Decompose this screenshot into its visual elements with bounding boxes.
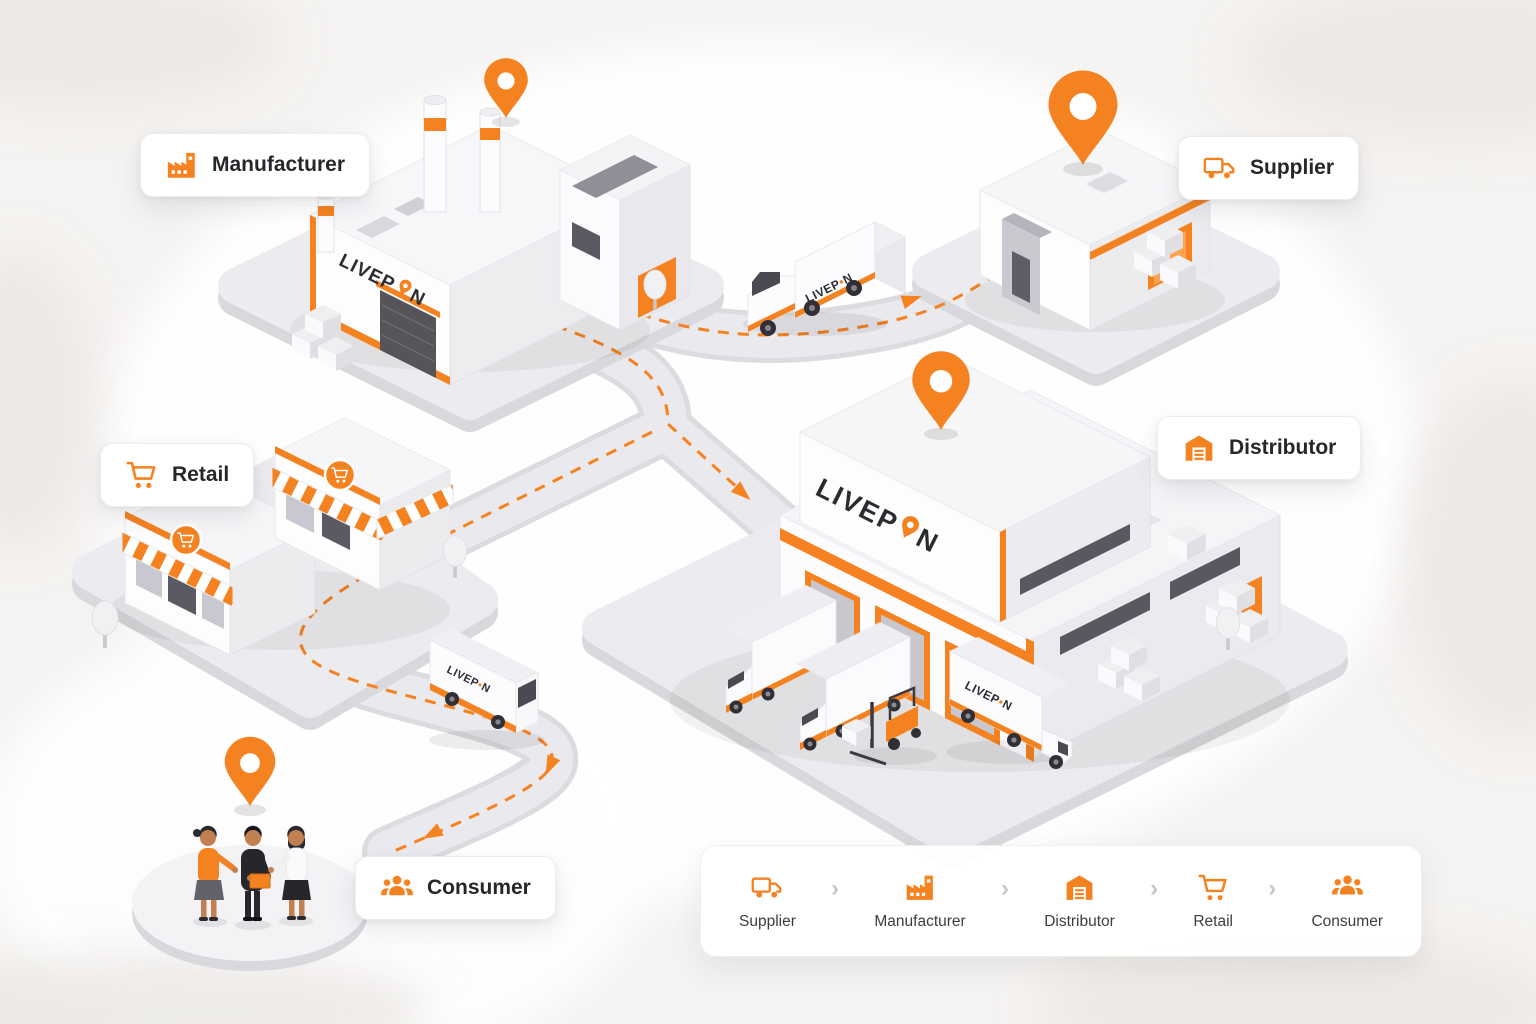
person-1 [193, 825, 238, 921]
legend-step-label: Consumer [1311, 913, 1383, 930]
supplier-building [965, 129, 1225, 332]
map-pins [224, 58, 1118, 816]
truck-icon [751, 871, 784, 904]
route-factory-warehouse [555, 324, 744, 494]
legend-step-label: Distributor [1044, 913, 1115, 930]
legend-step-distributor: Distributor [1044, 871, 1115, 931]
chevron-right-icon: › [1150, 875, 1159, 902]
cart-icon [125, 458, 159, 492]
chevron-right-icon: › [1268, 875, 1277, 902]
person-3 [268, 825, 311, 920]
warehouse-icon [1063, 871, 1096, 904]
legend-step-consumer: Consumer [1311, 871, 1383, 931]
callout-retail: Retail [100, 443, 255, 507]
cart-icon [1197, 871, 1230, 904]
callout-distributor: Distributor [1157, 416, 1362, 480]
factory-roof-panel [572, 155, 658, 198]
route-paths [299, 270, 1001, 854]
forklift [842, 686, 937, 766]
people-icon [380, 871, 414, 905]
route-retail-consumer [299, 430, 653, 854]
callout-manufacturer: Manufacturer [140, 133, 371, 197]
shop-awning [376, 483, 454, 540]
callout-distributor-label: Distributor [1229, 436, 1337, 459]
retail-shops [91, 417, 468, 656]
callout-consumer: Consumer [355, 856, 556, 920]
delivery-van: LIVEP•N [429, 629, 545, 750]
factory-chimney [423, 95, 447, 213]
delivery-truck: LIVEP•N [743, 221, 906, 336]
callout-retail-label: Retail [172, 463, 230, 486]
shop-awning [271, 466, 384, 543]
legend-step-label: Retail [1193, 913, 1233, 930]
legend-step-label: Manufacturer [874, 913, 966, 930]
callout-supplier: Supplier [1178, 136, 1360, 200]
warehouse-icon [1182, 431, 1216, 465]
factory-icon [904, 871, 937, 904]
shop-sign [169, 523, 203, 557]
factory-chimney [479, 107, 501, 213]
consumer-group [193, 825, 313, 930]
factory-building: LIVEP N [290, 95, 692, 386]
factory-chimney [317, 192, 335, 253]
retail-shop-2 [271, 417, 454, 591]
chevron-right-icon: › [1000, 875, 1009, 902]
package-box [249, 873, 271, 889]
factory-garage-door [380, 290, 436, 378]
callout-manufacturer-label: Manufacturer [212, 153, 346, 176]
shop-awning [121, 531, 234, 608]
distributor-warehouse: LIVEP N LIVEP•N [670, 356, 1290, 772]
person-2 [241, 825, 271, 921]
legend-step-supplier: Supplier [739, 871, 796, 931]
flow-legend: Supplier › Manufacturer › Distributor › … [700, 845, 1422, 957]
legend-step-manufacturer: Manufacturer [874, 871, 966, 931]
factory-icon [165, 148, 199, 182]
callout-supplier-label: Supplier [1250, 156, 1335, 179]
pin-glyph: • [996, 695, 1006, 710]
truck-icon [1203, 151, 1237, 185]
legend-step-retail: Retail [1193, 871, 1233, 931]
shop-sign [323, 458, 357, 492]
people-icon [1331, 871, 1364, 904]
legend-step-label: Supplier [739, 913, 796, 930]
callout-consumer-label: Consumer [427, 876, 531, 899]
pin-glyph: • [836, 274, 846, 289]
route-factory-supplier [639, 270, 1001, 337]
pin-glyph: • [475, 679, 484, 692]
livepin-box-truck: LIVEP•N [946, 637, 1074, 769]
chevron-right-icon: › [831, 875, 840, 902]
